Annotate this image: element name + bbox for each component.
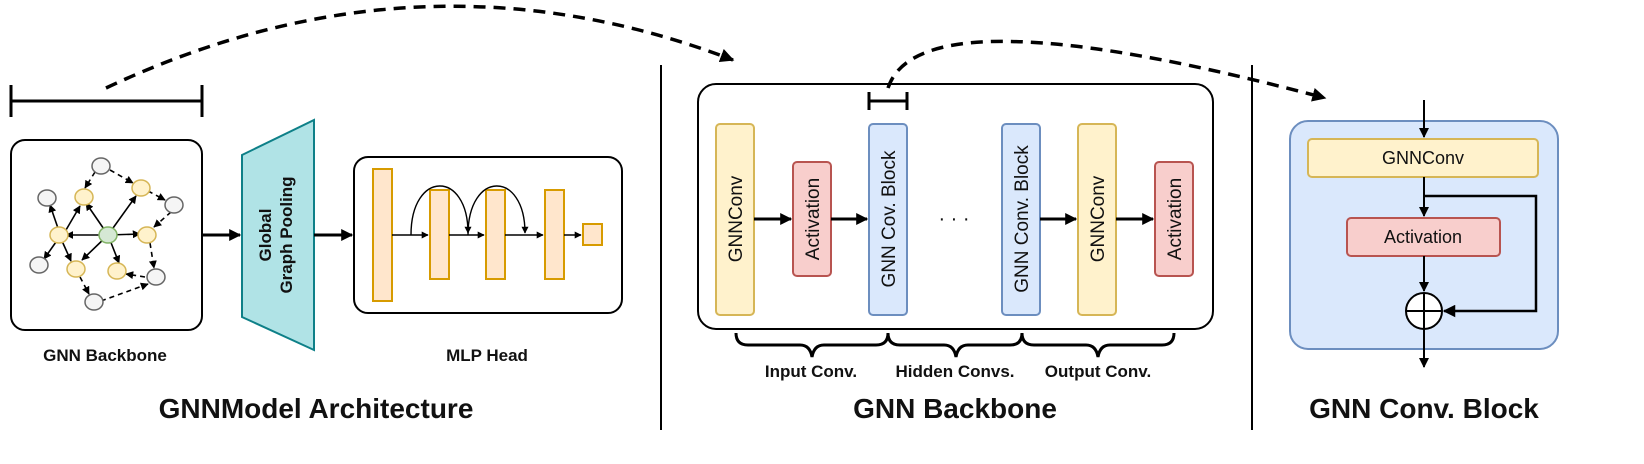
mlp-layers bbox=[372, 168, 603, 302]
ellipsis: · · · bbox=[938, 208, 969, 230]
block-gnnconv-out-label: GNNConv bbox=[1088, 175, 1109, 262]
mlp-connections bbox=[392, 185, 582, 239]
conv-block-activation-label: Activation bbox=[1384, 227, 1462, 247]
pooling-label-line1: Global bbox=[256, 209, 275, 262]
block-gnnconv-in-label: GNNConv bbox=[726, 175, 747, 262]
graph-nodes bbox=[29, 157, 184, 311]
add-node bbox=[1405, 292, 1443, 330]
zoom-arrow-backbone bbox=[105, 4, 735, 90]
group-hidden-label: Hidden Convs. bbox=[895, 362, 1014, 381]
backbone-caption: GNN Backbone bbox=[43, 346, 167, 365]
graph-dashed-edges bbox=[79, 169, 172, 302]
block-activation-in-label: Activation bbox=[803, 178, 824, 260]
block-conv-1-label: GNN Cov. Block bbox=[879, 150, 900, 287]
group-braces bbox=[734, 332, 1176, 358]
conv-block-span-bar bbox=[867, 92, 909, 110]
block-activation-out-label: Activation bbox=[1165, 178, 1186, 260]
zoom-arrow-conv-block bbox=[886, 39, 1327, 102]
architecture-panel: GNN Backbone Global Graph Pooling bbox=[9, 4, 735, 424]
conv-block-title: GNN Conv. Block bbox=[1309, 393, 1539, 424]
backbone-span-bar bbox=[9, 85, 204, 117]
block-conv-1 bbox=[868, 123, 908, 316]
mlp-head-caption: MLP Head bbox=[446, 346, 528, 365]
block-activation-out bbox=[1154, 161, 1194, 277]
backbone-panel: GNNConv Activation GNN Cov. Block · · · … bbox=[697, 39, 1327, 424]
pooling-label-group: Global Graph Pooling bbox=[256, 176, 296, 293]
block-conv-2-label: GNN Conv. Block bbox=[1012, 145, 1033, 293]
conv-block-panel: GNNConv Activation GNN Conv. Block bbox=[1289, 100, 1559, 424]
backbone-container bbox=[697, 83, 1214, 330]
pooling-label-line2: Graph Pooling bbox=[277, 176, 296, 293]
skip-connection bbox=[1424, 194, 1538, 318]
group-input-label: Input Conv. bbox=[765, 362, 857, 381]
architecture-title: GNNModel Architecture bbox=[159, 393, 474, 424]
conv-block-gnnconv-label: GNNConv bbox=[1382, 148, 1464, 168]
backbone-title: GNN Backbone bbox=[853, 393, 1057, 424]
group-output-label: Output Conv. bbox=[1045, 362, 1151, 381]
global-graph-pooling bbox=[241, 118, 315, 352]
